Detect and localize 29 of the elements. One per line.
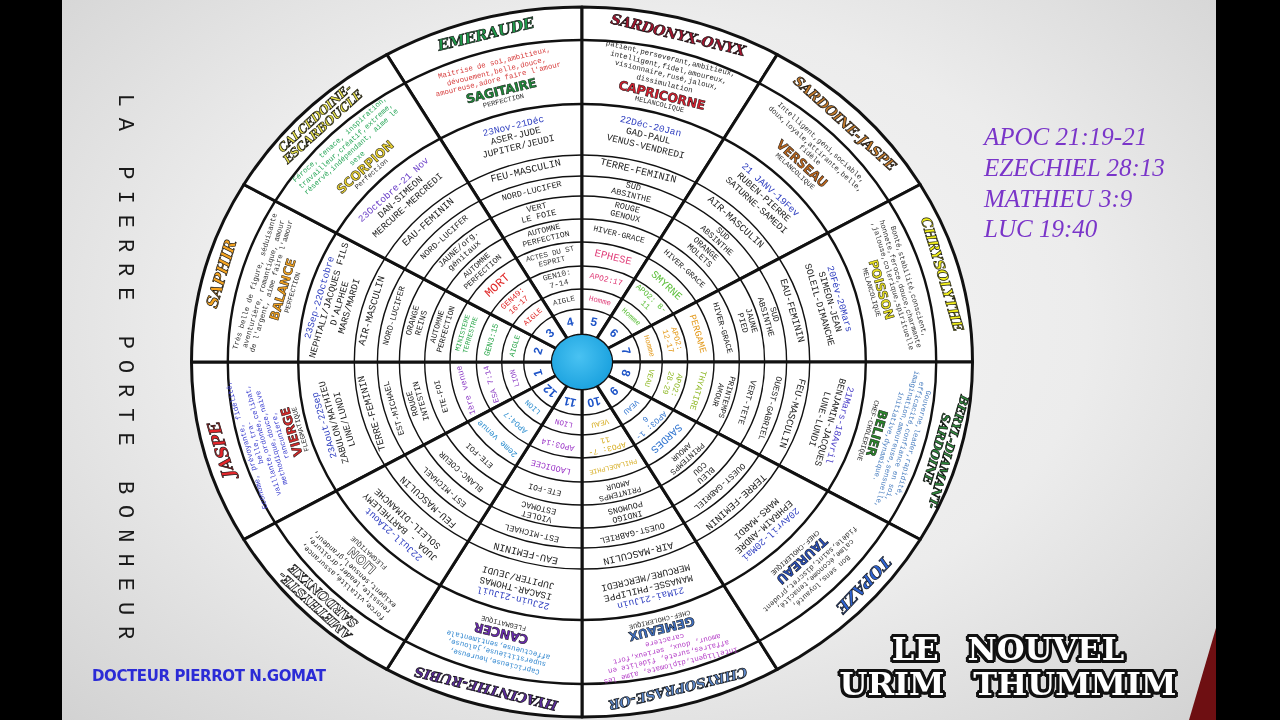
- scripture-ref: APO2:17: [588, 272, 624, 289]
- sector-number: 3: [543, 325, 557, 340]
- sector-number: 5: [589, 315, 599, 329]
- author-name: DOCTEUR PIERROT N.GOMAT: [92, 667, 326, 685]
- scripture-ref: GEN10: 7-14: [540, 267, 573, 293]
- season-label: ETE-FOI: [527, 480, 562, 498]
- sector-number: 2: [531, 346, 545, 357]
- sector-number: 4: [565, 315, 575, 329]
- scripture-ref: APO3: 7-11: [586, 433, 628, 457]
- sector-number: 9: [607, 384, 621, 399]
- scripture-ref: APO2: 28-29: [659, 369, 686, 401]
- scripture-ref: APO2: 12-17: [659, 324, 686, 356]
- scripture-reference: LUC 19:40: [984, 214, 1098, 244]
- sector-number: 8: [619, 367, 633, 378]
- vertical-heading: LA PIERRE PORTE BONHEUR: [111, 93, 137, 651]
- period-label: EPHESE: [593, 247, 633, 268]
- sector-number: 1: [531, 367, 545, 378]
- scripture-reference: EZECHIEL 28:13: [984, 153, 1165, 183]
- scripture-ref: ESA 7:14: [482, 364, 502, 404]
- period-label: 1ère venue: [455, 364, 479, 416]
- sector-number: 6: [607, 325, 621, 340]
- scripture-reference: MATHIEU 3:9: [984, 184, 1133, 214]
- scripture-ref: APO3:14: [540, 435, 576, 452]
- main-title: LE NOUVEL URIM THUMMIM: [838, 632, 1178, 702]
- scripture-reference: APOC 21:19-21: [984, 122, 1148, 152]
- sector-number: 10: [585, 394, 602, 410]
- sector-number: 12: [540, 382, 559, 401]
- sector-number: 7: [619, 346, 633, 357]
- sector-number: 11: [562, 394, 578, 410]
